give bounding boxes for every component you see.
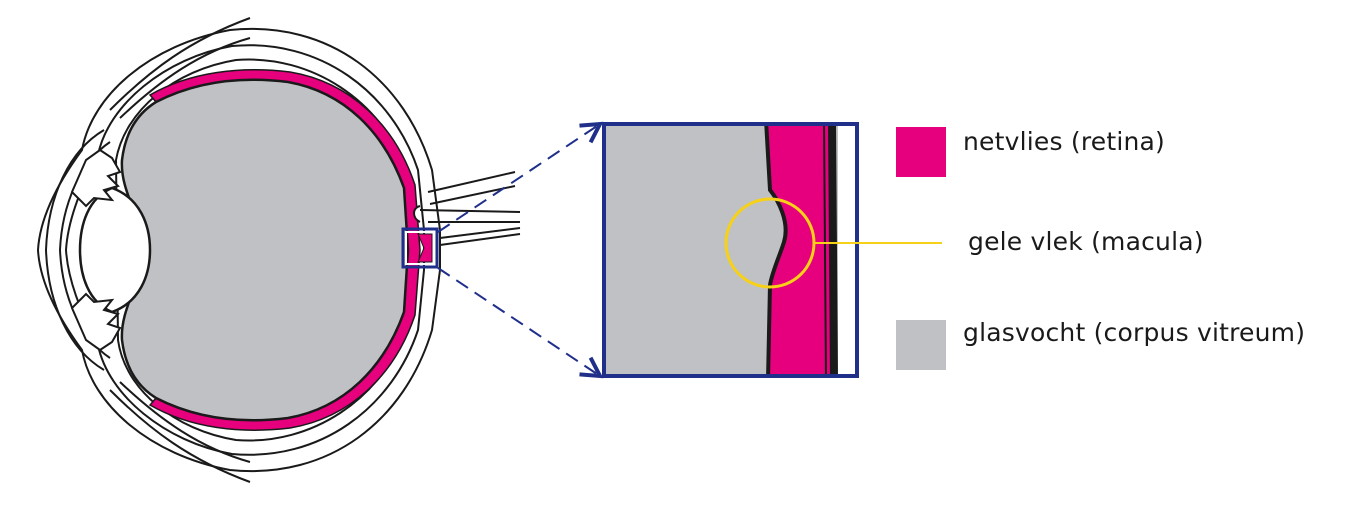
- muscle-upper-2: [119, 37, 251, 119]
- cornea: [44, 129, 105, 371]
- zoom-line-top: [437, 124, 600, 233]
- zoom-frame: [602, 122, 859, 378]
- retina-legend-label: netvlies (retina): [963, 127, 1165, 156]
- muscle-lower: [109, 389, 251, 483]
- zoom-line-bottom: [437, 267, 600, 376]
- sclera-outer: [36, 27, 441, 473]
- macula-locator-box: [401, 227, 439, 269]
- optic-nerve: [413, 171, 521, 246]
- zoomed-detail: [605, 125, 856, 375]
- vitreous-body: [120, 78, 410, 422]
- macula-legend-label: gele vlek (macula): [968, 227, 1204, 256]
- ciliary-body-upper: [70, 148, 122, 208]
- retina-swatch: [896, 127, 946, 177]
- zoom-retina: [766, 125, 830, 375]
- vitreous-swatch: [896, 320, 946, 370]
- ciliary-body-lower: [70, 292, 122, 352]
- eye-cross-section: [36, 17, 521, 483]
- muscle-lower-2: [119, 381, 251, 463]
- muscle-upper: [109, 17, 251, 111]
- vitreous-legend-label: glasvocht (corpus vitreum): [963, 318, 1306, 347]
